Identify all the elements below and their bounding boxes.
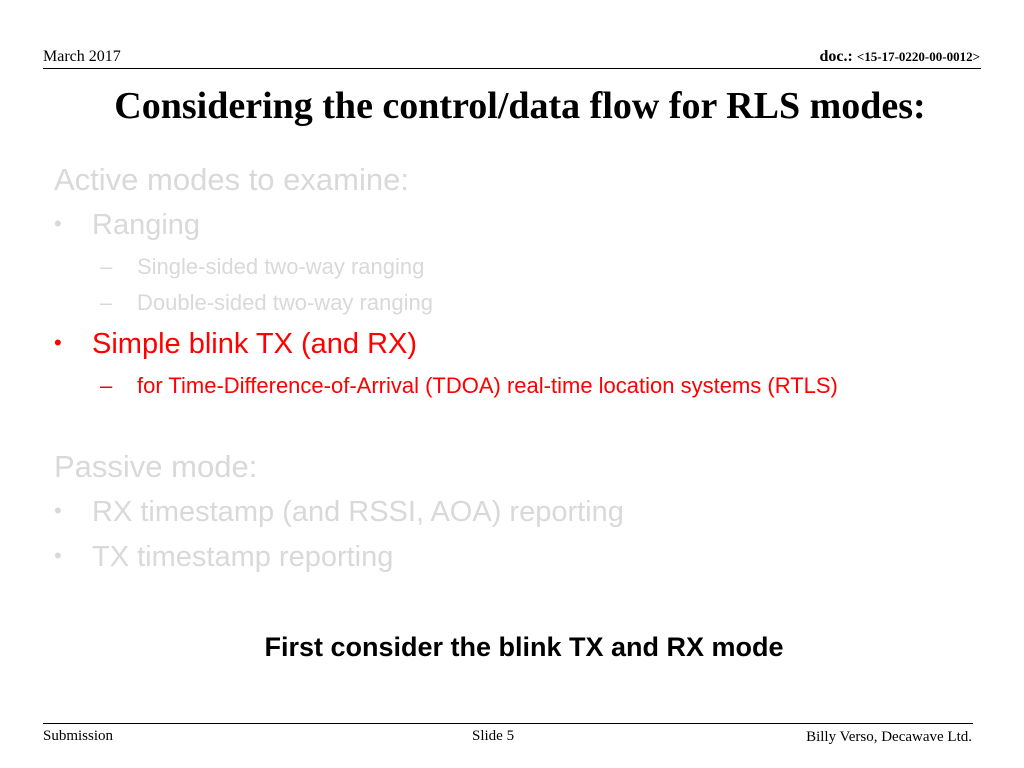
list-item-tx-timestamp: • TX timestamp reporting (54, 541, 393, 574)
doc-label: doc.: (819, 48, 857, 65)
sub-item-double-sided: –Double-sided two-way ranging (100, 290, 433, 316)
list-item-label: Simple blink TX (and RX) (92, 328, 418, 360)
bullet-dash-icon: – (100, 290, 113, 315)
bullet-dash-icon: – (100, 254, 113, 279)
list-item-label: Ranging (92, 209, 201, 241)
bullet-dot-icon: • (54, 498, 62, 523)
list-item-label: TX timestamp reporting (92, 541, 394, 573)
slide-title: Considering the control/data flow for RL… (114, 85, 926, 127)
passive-mode-heading: Passive mode: (54, 449, 258, 484)
sub-item-single-sided: –Single-sided two-way ranging (100, 254, 424, 280)
sub-item-label: Double-sided two-way ranging (137, 290, 433, 315)
doc-number: <15-17-0220-00-0012> (856, 49, 980, 64)
sub-item-label: for Time-Difference-of-Arrival (TDOA) re… (137, 373, 838, 398)
footer-submission: Submission (43, 728, 114, 744)
header-doc-number: doc.: <15-17-0220-00-0012> (820, 48, 980, 66)
bullet-dot-icon: • (54, 330, 62, 355)
header-divider (43, 68, 981, 69)
list-item-rx-timestamp: • RX timestamp (and RSSI, AOA) reporting (54, 496, 624, 529)
bullet-dot-icon: • (54, 211, 62, 236)
active-modes-heading: Active modes to examine: (54, 162, 409, 197)
header-date: March 2017 (43, 48, 121, 65)
footer-divider (43, 723, 973, 724)
list-item-ranging: • Ranging (54, 209, 200, 242)
list-item-simple-blink: • Simple blink TX (and RX) (54, 328, 417, 361)
footer-slide-number: Slide 5 (472, 728, 515, 744)
callout-text: First consider the blink TX and RX mode (264, 632, 784, 662)
bullet-dash-icon: – (100, 373, 113, 398)
list-item-label: RX timestamp (and RSSI, AOA) reporting (92, 496, 624, 528)
footer-author: Billy Verso, Decawave Ltd. (806, 729, 972, 745)
sub-item-label: Single-sided two-way ranging (137, 254, 425, 279)
bullet-dot-icon: • (54, 543, 62, 568)
sub-item-tdoa: –for Time-Difference-of-Arrival (TDOA) r… (100, 373, 838, 399)
